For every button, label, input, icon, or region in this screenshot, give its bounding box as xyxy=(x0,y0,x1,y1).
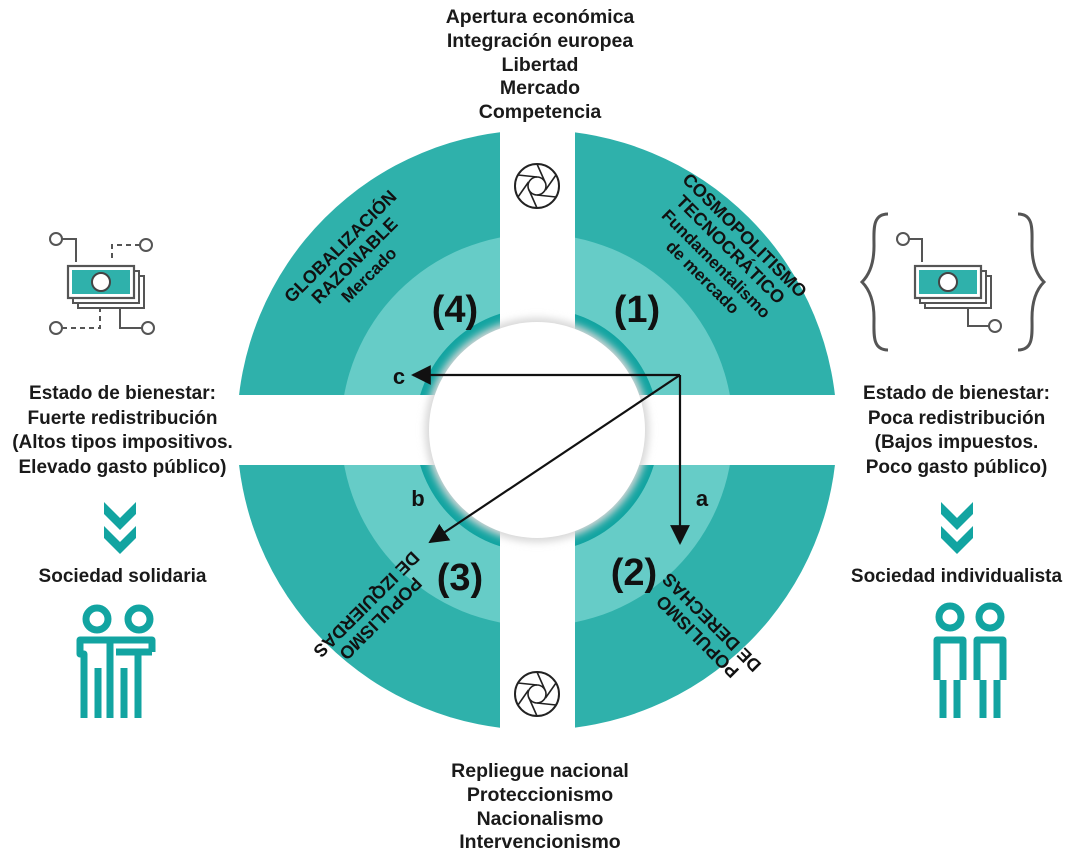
aperture-icon xyxy=(514,671,560,717)
welfare-line: Estado de bienestar: xyxy=(863,383,1050,404)
welfare-line: Fuerte redistribución xyxy=(27,407,218,429)
arrow-label-c: c xyxy=(393,364,405,389)
bracketed-banknotes-icon xyxy=(859,212,1047,352)
welfare-line: Elevado gasto público) xyxy=(18,457,227,479)
quadrant-number: (3) xyxy=(437,557,483,599)
people-embracing-icon xyxy=(76,604,156,718)
welfare-line: Poco gasto público) xyxy=(865,457,1048,479)
welfare-line: Estado de bienestar: xyxy=(29,383,216,404)
left-welfare-text: Estado de bienestar: Fuerte redistribuci… xyxy=(0,382,245,481)
bottom-label: Proteccionismo xyxy=(466,783,614,806)
arrow-label-b: b xyxy=(411,486,424,511)
right-welfare-text: Estado de bienestar: Poca redistribución… xyxy=(834,382,1079,481)
bottom-label: Nacionalismo xyxy=(476,807,604,830)
top-label: Libertad xyxy=(501,53,579,76)
top-label: Competencia xyxy=(478,101,602,124)
top-label: Mercado xyxy=(499,77,581,100)
quadrant-number: (4) xyxy=(432,289,478,331)
people-apart-icon xyxy=(933,602,1007,718)
quadrant-number: (1) xyxy=(614,289,660,331)
society-solidaria: Sociedad solidaria xyxy=(38,566,207,587)
top-label: Apertura económica xyxy=(445,6,635,28)
top-labels: Apertura económica Integración europea L… xyxy=(390,6,690,125)
arrow-label-a: a xyxy=(696,486,709,511)
chevron-down-icon xyxy=(941,502,973,554)
arrows xyxy=(411,365,690,545)
arrow-b xyxy=(428,374,681,544)
society-individualista: Sociedad individualista xyxy=(850,566,1063,587)
welfare-line: (Bajos impuestos. xyxy=(874,432,1039,454)
bottom-labels: Repliegue nacional Proteccionismo Nacion… xyxy=(390,760,690,855)
center-disc xyxy=(429,322,645,538)
aperture-icon xyxy=(514,163,560,209)
connected-banknotes-icon xyxy=(49,232,155,335)
welfare-line: (Altos tipos impositivos. xyxy=(12,432,233,454)
bottom-label: Repliegue nacional xyxy=(451,760,629,782)
welfare-line: Poca redistribución xyxy=(867,407,1046,429)
bottom-label: Intervencionismo xyxy=(459,831,621,854)
chevron-down-icon xyxy=(104,502,136,554)
top-label: Integración europea xyxy=(446,29,634,52)
quadrant-number: (2) xyxy=(611,552,657,594)
